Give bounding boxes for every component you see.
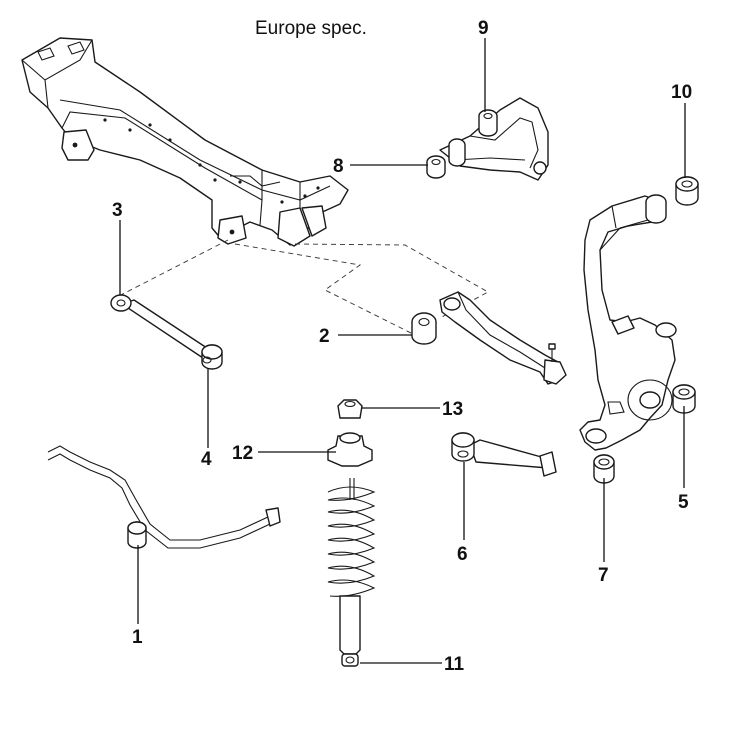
callout-3: 3 — [112, 200, 123, 221]
callout-13: 13 — [442, 399, 463, 420]
shock-absorber — [339, 595, 361, 667]
diagram-title: Europe spec. — [255, 18, 367, 39]
bushing-5 — [672, 384, 696, 414]
callout-4: 4 — [201, 449, 212, 470]
bump-stop — [337, 399, 363, 419]
steering-knuckle — [579, 194, 677, 451]
subframe — [21, 37, 349, 247]
callout-1: 1 — [132, 627, 143, 648]
callout-9: 9 — [478, 18, 489, 39]
bushing-7 — [593, 454, 615, 484]
callout-7: 7 — [598, 565, 609, 586]
callout-10: 10 — [671, 82, 692, 103]
callout-12: 12 — [232, 443, 253, 464]
lower-control-arm — [411, 291, 567, 385]
spring-seat — [327, 432, 373, 467]
callout-5: 5 — [678, 492, 689, 513]
assembly-guide-lines — [114, 239, 489, 336]
stabilizer-bar — [47, 445, 281, 549]
bushing-10 — [675, 176, 699, 206]
toe-control-link — [451, 432, 557, 477]
lateral-link — [110, 294, 223, 370]
callout-6: 6 — [457, 544, 468, 565]
callout-11: 11 — [444, 654, 465, 675]
upper-control-arm — [426, 97, 549, 181]
callouts: 1 2 3 4 5 6 7 8 9 10 11 12 13 — [112, 18, 692, 675]
callout-2: 2 — [319, 326, 330, 347]
callout-8: 8 — [333, 156, 344, 177]
leader-lines — [119, 38, 686, 664]
coil-spring — [327, 478, 376, 597]
